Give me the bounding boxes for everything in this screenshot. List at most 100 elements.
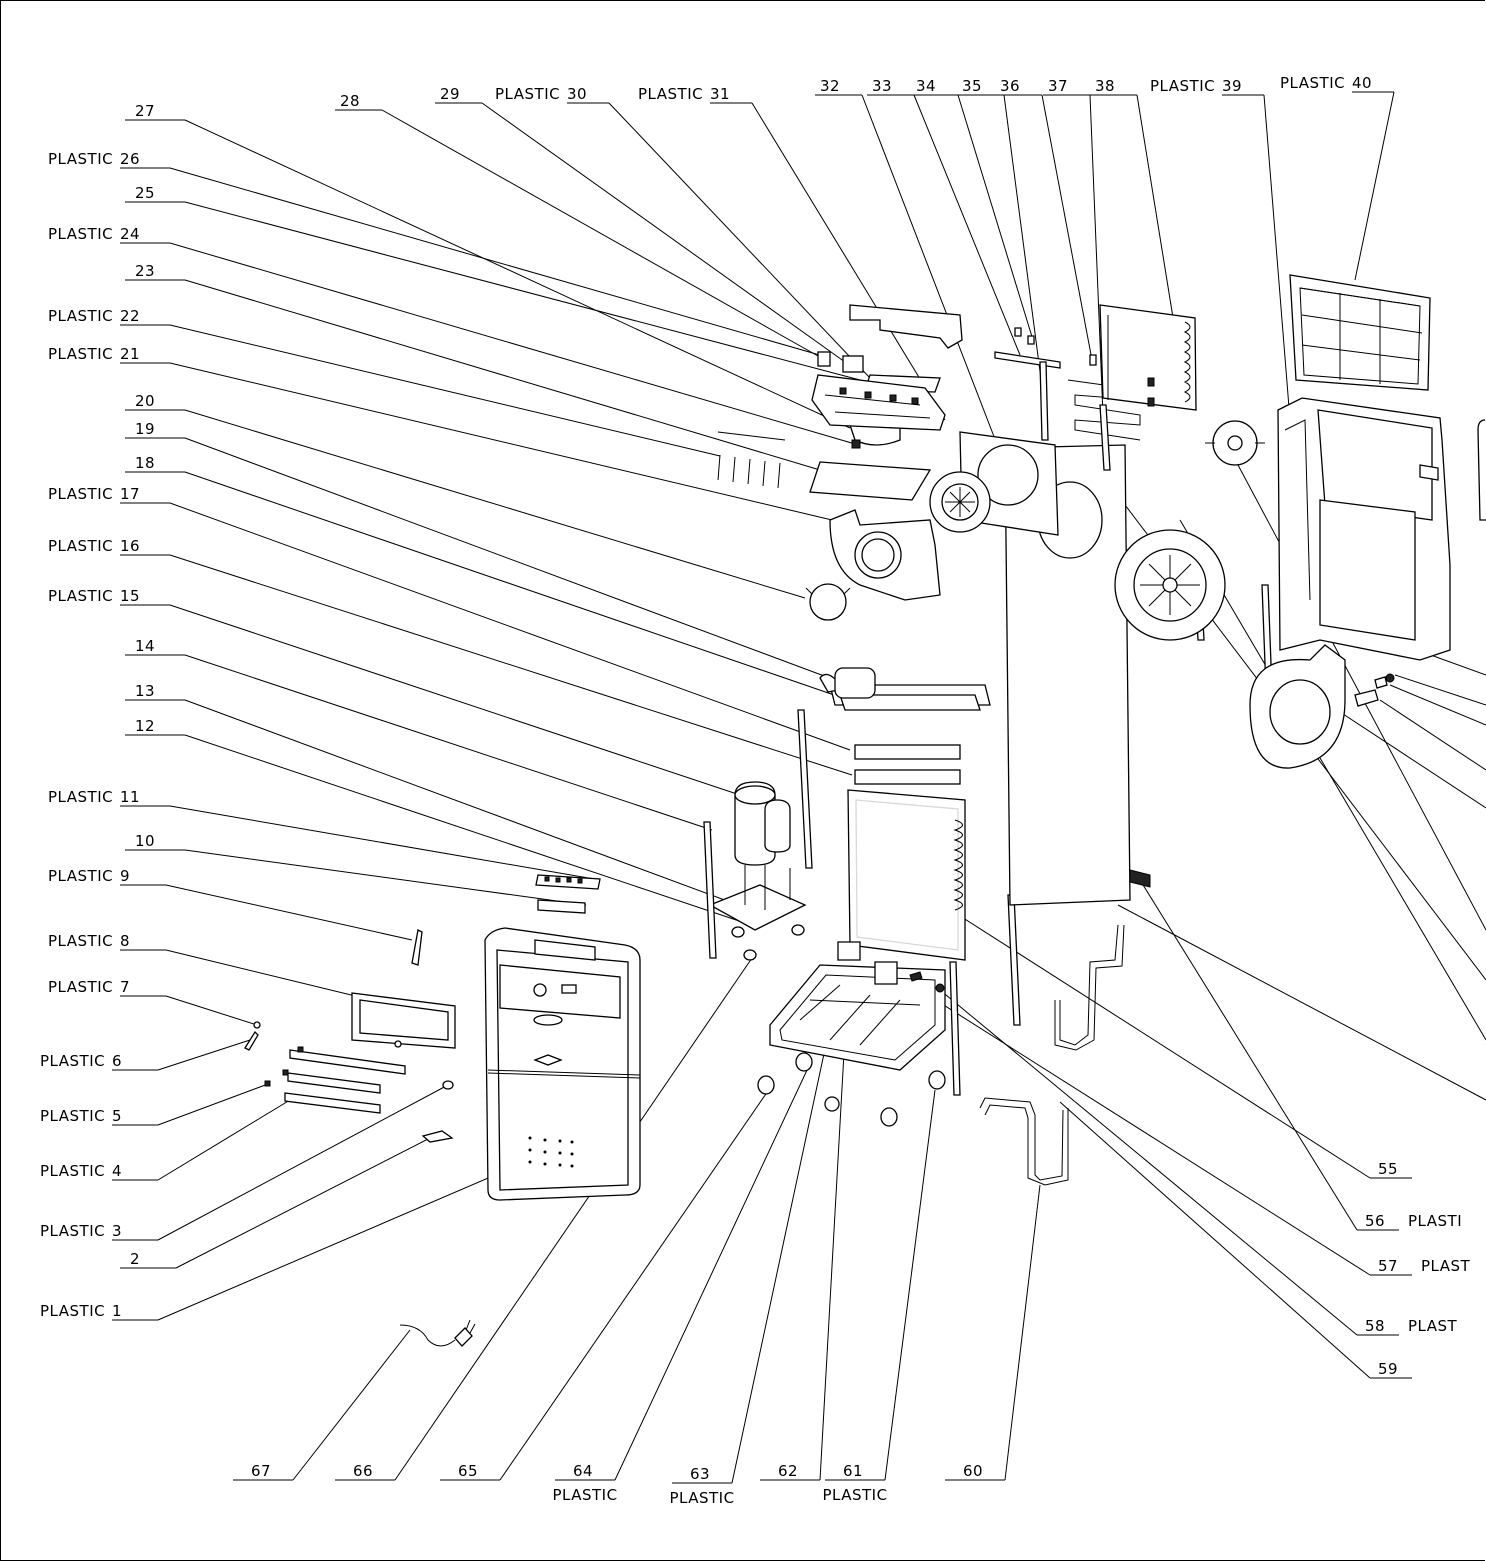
callout-number-11: 11 xyxy=(120,788,140,806)
leader-line xyxy=(934,899,1371,1179)
callout-number-14: 14 xyxy=(135,637,155,655)
callout-number-8: 8 xyxy=(120,932,130,950)
callout-number-28: 28 xyxy=(340,92,360,110)
leader-line xyxy=(165,949,381,1003)
leader-line xyxy=(1229,449,1486,931)
callout-material-24: PLASTIC xyxy=(48,225,113,243)
callout-number-25: 25 xyxy=(135,184,155,202)
callout-material-4: PLASTIC xyxy=(40,1162,105,1180)
callout-material-57: PLAST xyxy=(1421,1257,1471,1275)
leader-line xyxy=(157,1039,251,1071)
leader-line xyxy=(1139,879,1358,1231)
callout-number-58: 58 xyxy=(1365,1317,1385,1335)
leader-line xyxy=(169,604,741,796)
callout-number-22: 22 xyxy=(120,307,140,325)
callout-number-3: 3 xyxy=(112,1222,122,1240)
leader-line xyxy=(884,1089,936,1481)
leader-line xyxy=(169,242,856,445)
leader-line xyxy=(957,94,1034,341)
filter-part xyxy=(1289,274,1431,391)
callout-number-63: 63 xyxy=(690,1465,710,1483)
callout-number-10: 10 xyxy=(135,832,155,850)
callout-number-18: 18 xyxy=(135,454,155,472)
callout-number-26: 26 xyxy=(120,150,140,168)
leader-line xyxy=(184,471,841,698)
callout-number-27: 27 xyxy=(135,102,155,120)
leader-line xyxy=(919,989,1371,1276)
leader-line xyxy=(1089,94,1106,466)
leader-line xyxy=(394,957,753,1481)
callout-number-36: 36 xyxy=(1000,77,1020,95)
leader-line xyxy=(1117,904,1486,1101)
callout-material-26: PLASTIC xyxy=(48,150,113,168)
callout-material-64: PLASTIC xyxy=(552,1486,617,1504)
callout-number-62: 62 xyxy=(778,1462,798,1480)
drain-pipe-part xyxy=(979,924,1125,1186)
callout-number-37: 37 xyxy=(1048,77,1068,95)
callout-material-40: PLASTIC xyxy=(1280,74,1345,92)
leader-line xyxy=(169,554,853,776)
cord-part xyxy=(399,1319,476,1347)
leader-line xyxy=(157,1083,269,1126)
leader-line xyxy=(292,1329,411,1481)
callout-number-64: 64 xyxy=(573,1462,593,1480)
callout-material-5: PLASTIC xyxy=(40,1107,105,1125)
leader-line xyxy=(184,119,851,429)
leader-line xyxy=(184,409,806,599)
callout-material-22: PLASTIC xyxy=(48,307,113,325)
callout-number-32: 32 xyxy=(820,77,840,95)
leader-line xyxy=(184,654,713,831)
callout-number-30: 30 xyxy=(567,85,587,103)
callout-number-38: 38 xyxy=(1095,77,1115,95)
leader-line xyxy=(751,102,946,421)
leader-line xyxy=(1004,1184,1041,1481)
electrical-box-part xyxy=(811,304,963,449)
callout-number-39: 39 xyxy=(1222,77,1242,95)
callout-number-61: 61 xyxy=(843,1462,863,1480)
callout-material-56: PLASTI xyxy=(1408,1212,1462,1230)
callout-number-59: 59 xyxy=(1378,1360,1398,1378)
callout-number-9: 9 xyxy=(120,867,130,885)
callout-number-7: 7 xyxy=(120,978,130,996)
evaporator-fan-part xyxy=(805,431,1059,621)
callout-number-33: 33 xyxy=(872,77,892,95)
leader-line xyxy=(819,1034,846,1481)
display-boards-part xyxy=(535,874,601,914)
brackets-part xyxy=(994,304,1197,471)
callout-material-3: PLASTIC xyxy=(40,1222,105,1240)
callout-number-34: 34 xyxy=(916,77,936,95)
leader-line xyxy=(169,362,833,521)
callout-number-56: 56 xyxy=(1365,1212,1385,1230)
callout-number-35: 35 xyxy=(962,77,982,95)
front-panel-part xyxy=(484,927,641,1201)
callout-number-19: 19 xyxy=(135,420,155,438)
callout-material-16: PLASTIC xyxy=(48,537,113,555)
callout-number-12: 12 xyxy=(135,717,155,735)
callout-material-7: PLASTIC xyxy=(48,978,113,996)
callout-material-39: PLASTIC xyxy=(1150,77,1215,95)
callout-number-23: 23 xyxy=(135,262,155,280)
callout-number-2: 2 xyxy=(130,1250,140,1268)
leader-line xyxy=(608,102,871,379)
callout-number-40: 40 xyxy=(1352,74,1372,92)
leader-line xyxy=(169,324,721,457)
leader-line xyxy=(481,102,846,363)
base-tray-part xyxy=(757,941,946,1127)
leader-line xyxy=(157,1099,291,1181)
callout-number-55: 55 xyxy=(1378,1160,1398,1178)
leader-line xyxy=(1389,684,1486,726)
callout-number-66: 66 xyxy=(353,1462,373,1480)
leader-line xyxy=(1339,711,1486,809)
leader-line xyxy=(184,699,731,903)
callout-number-31: 31 xyxy=(710,85,730,103)
callout-material-63: PLASTIC xyxy=(669,1489,734,1507)
callout-number-60: 60 xyxy=(963,1462,983,1480)
leader-line xyxy=(731,1034,829,1484)
back-panel-part xyxy=(1277,397,1486,661)
callout-material-15: PLASTIC xyxy=(48,587,113,605)
condenser-fan-part xyxy=(1004,420,1395,906)
callout-material-1: PLASTIC xyxy=(40,1302,105,1320)
leader-line xyxy=(169,805,601,881)
leader-line xyxy=(1136,94,1176,331)
